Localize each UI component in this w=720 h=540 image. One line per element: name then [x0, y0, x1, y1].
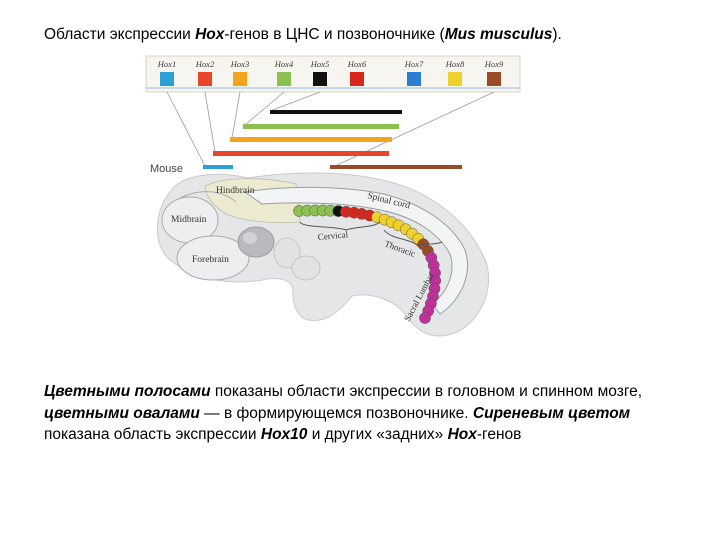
caption-text-1: показаны области экспрессии в головном и… — [210, 383, 643, 400]
hox-gene-box — [233, 72, 247, 86]
cervical-label: Cervical — [317, 229, 349, 242]
hox-gene-box — [407, 72, 421, 86]
hox-gene-label: Hox7 — [404, 59, 424, 69]
title-species: Mus musculus — [444, 26, 553, 43]
connector-line — [204, 91, 216, 153]
vertebrae-ovals — [293, 204, 442, 324]
pharyngeal-arch — [273, 237, 301, 269]
thoracic-brace — [383, 229, 443, 247]
hox-gene-label: Hox8 — [445, 59, 465, 69]
eye-highlight — [243, 232, 257, 244]
midbrain-label: Midbrain — [171, 215, 207, 225]
caption-text-2: — в формирующемся позвоночнике. — [199, 404, 473, 422]
hox-gene-box — [198, 72, 212, 86]
connector-line — [269, 91, 321, 112]
eye — [237, 226, 275, 258]
hox-gene-boxes — [160, 72, 501, 86]
title-text-1: Области экспрессии — [44, 26, 196, 43]
spinal-cord — [243, 186, 468, 315]
connector-line — [231, 91, 241, 139]
hox-gene-label: Hox6 — [347, 59, 367, 69]
title-text-3: ). — [552, 26, 562, 43]
forebrain-lobe — [176, 235, 250, 281]
expression-bar-hox3 — [230, 137, 392, 142]
slide-title: Области экспрессии Hox-генов в ЦНС и поз… — [44, 26, 562, 44]
expression-bar-hox1 — [203, 165, 233, 169]
hox-gene-labels: Hox1 Hox2 Hox3 Hox4 Hox5 Hox6 Hox7 Hox8 Hox9 — [157, 59, 504, 69]
vertebra-oval — [419, 312, 431, 324]
hox-gene-box — [313, 72, 327, 86]
expression-bars — [203, 110, 462, 169]
hox-gene-box — [350, 72, 364, 86]
caption: Цветными полосами показаны области экспр… — [44, 381, 684, 446]
mouse-label: Mouse — [150, 163, 183, 175]
caption-strong-1: Цветными полосами — [44, 383, 211, 400]
hindbrain-label: Hindbrain — [216, 186, 255, 196]
caption-strong-5: Hox — [447, 426, 477, 443]
hox-gene-box — [160, 72, 174, 86]
caption-strong-4: Hox10 — [260, 426, 308, 443]
caption-text-5: -генов — [476, 426, 522, 443]
expression-bar-hox4 — [243, 124, 399, 129]
expression-bar-hox9 — [330, 165, 462, 169]
caption-text-3: показана область экспрессии — [44, 426, 261, 443]
caption-strong-3: Сиреневым цветом — [472, 404, 631, 422]
cervical-brace — [299, 221, 381, 231]
forebrain-label: Forebrain — [192, 255, 229, 265]
hox-gene-label: Hox1 — [157, 59, 176, 69]
hox-gene-label: Hox3 — [230, 59, 249, 69]
expression-bar-hox2 — [213, 151, 389, 156]
hox-gene-label: Hox4 — [274, 59, 294, 69]
hox-expression-diagram: Hox1 Hox2 Hox3 Hox4 Hox5 Hox6 Hox7 Hox8 Hox9 Mou… — [145, 55, 521, 337]
title-hox: Hox — [195, 26, 225, 43]
hox-gene-box — [487, 72, 501, 86]
limb-bud — [291, 255, 321, 281]
expression-bar-hox5 — [270, 110, 402, 114]
hox-gene-label: Hox9 — [484, 59, 504, 69]
caption-text-4: и других «задних» — [307, 426, 448, 443]
hox-gene-box — [448, 72, 462, 86]
connector-line — [244, 91, 285, 126]
hox-gene-label: Hox5 — [310, 59, 329, 69]
hox-gene-box — [277, 72, 291, 86]
connector-line — [166, 91, 206, 167]
hox-gene-label: Hox2 — [195, 59, 215, 69]
caption-strong-2: цветными овалами — [44, 404, 200, 422]
title-text-2: -генов в ЦНС и позвоночнике ( — [224, 26, 445, 43]
brain-fold-line — [179, 191, 237, 203]
